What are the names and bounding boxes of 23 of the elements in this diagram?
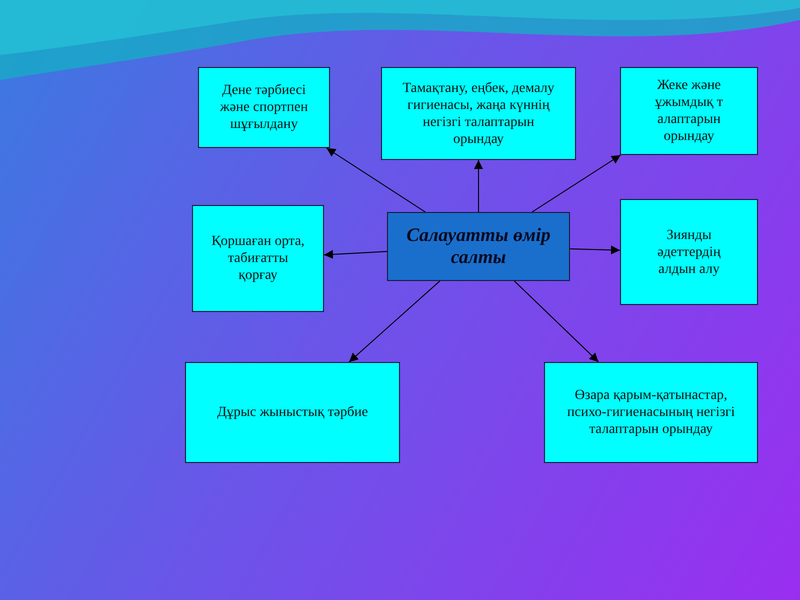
node-text: Дене тәрбиесі және спортпен шұғылдану <box>219 82 309 133</box>
arrow <box>326 148 426 212</box>
topic-box <box>192 205 324 312</box>
central-topic-box <box>387 212 570 281</box>
topic-box <box>381 67 576 160</box>
node-text: Жеке және ұжымдық т алаптарын орындау <box>654 77 724 145</box>
topic-box <box>620 199 758 305</box>
node-text: Қоршаған орта, табиғатты қорғау <box>210 233 306 284</box>
topic-box <box>185 362 400 463</box>
arrow <box>532 154 622 212</box>
node-text: Дұрыс жыныстық тәрбие <box>217 404 368 421</box>
topic-box <box>198 67 330 148</box>
node-text: Зиянды әдеттердің алдын алу <box>656 226 722 278</box>
node-text: Салауатты өмір салты <box>405 224 552 268</box>
arrow <box>324 250 388 259</box>
arrow <box>348 280 440 362</box>
arrow <box>570 245 620 254</box>
node-text: Өзара қарым-қатынастар, психо-гигиенасының негізгі талаптарын орындау <box>566 387 736 438</box>
topic-box <box>620 67 758 155</box>
arrow <box>474 160 483 212</box>
arrow <box>514 280 600 362</box>
topic-box <box>544 362 758 463</box>
node-text: Тамақтану, еңбек, демалу гигиенасы, жаңа күннің негізгі талаптарын орындау <box>402 80 556 148</box>
